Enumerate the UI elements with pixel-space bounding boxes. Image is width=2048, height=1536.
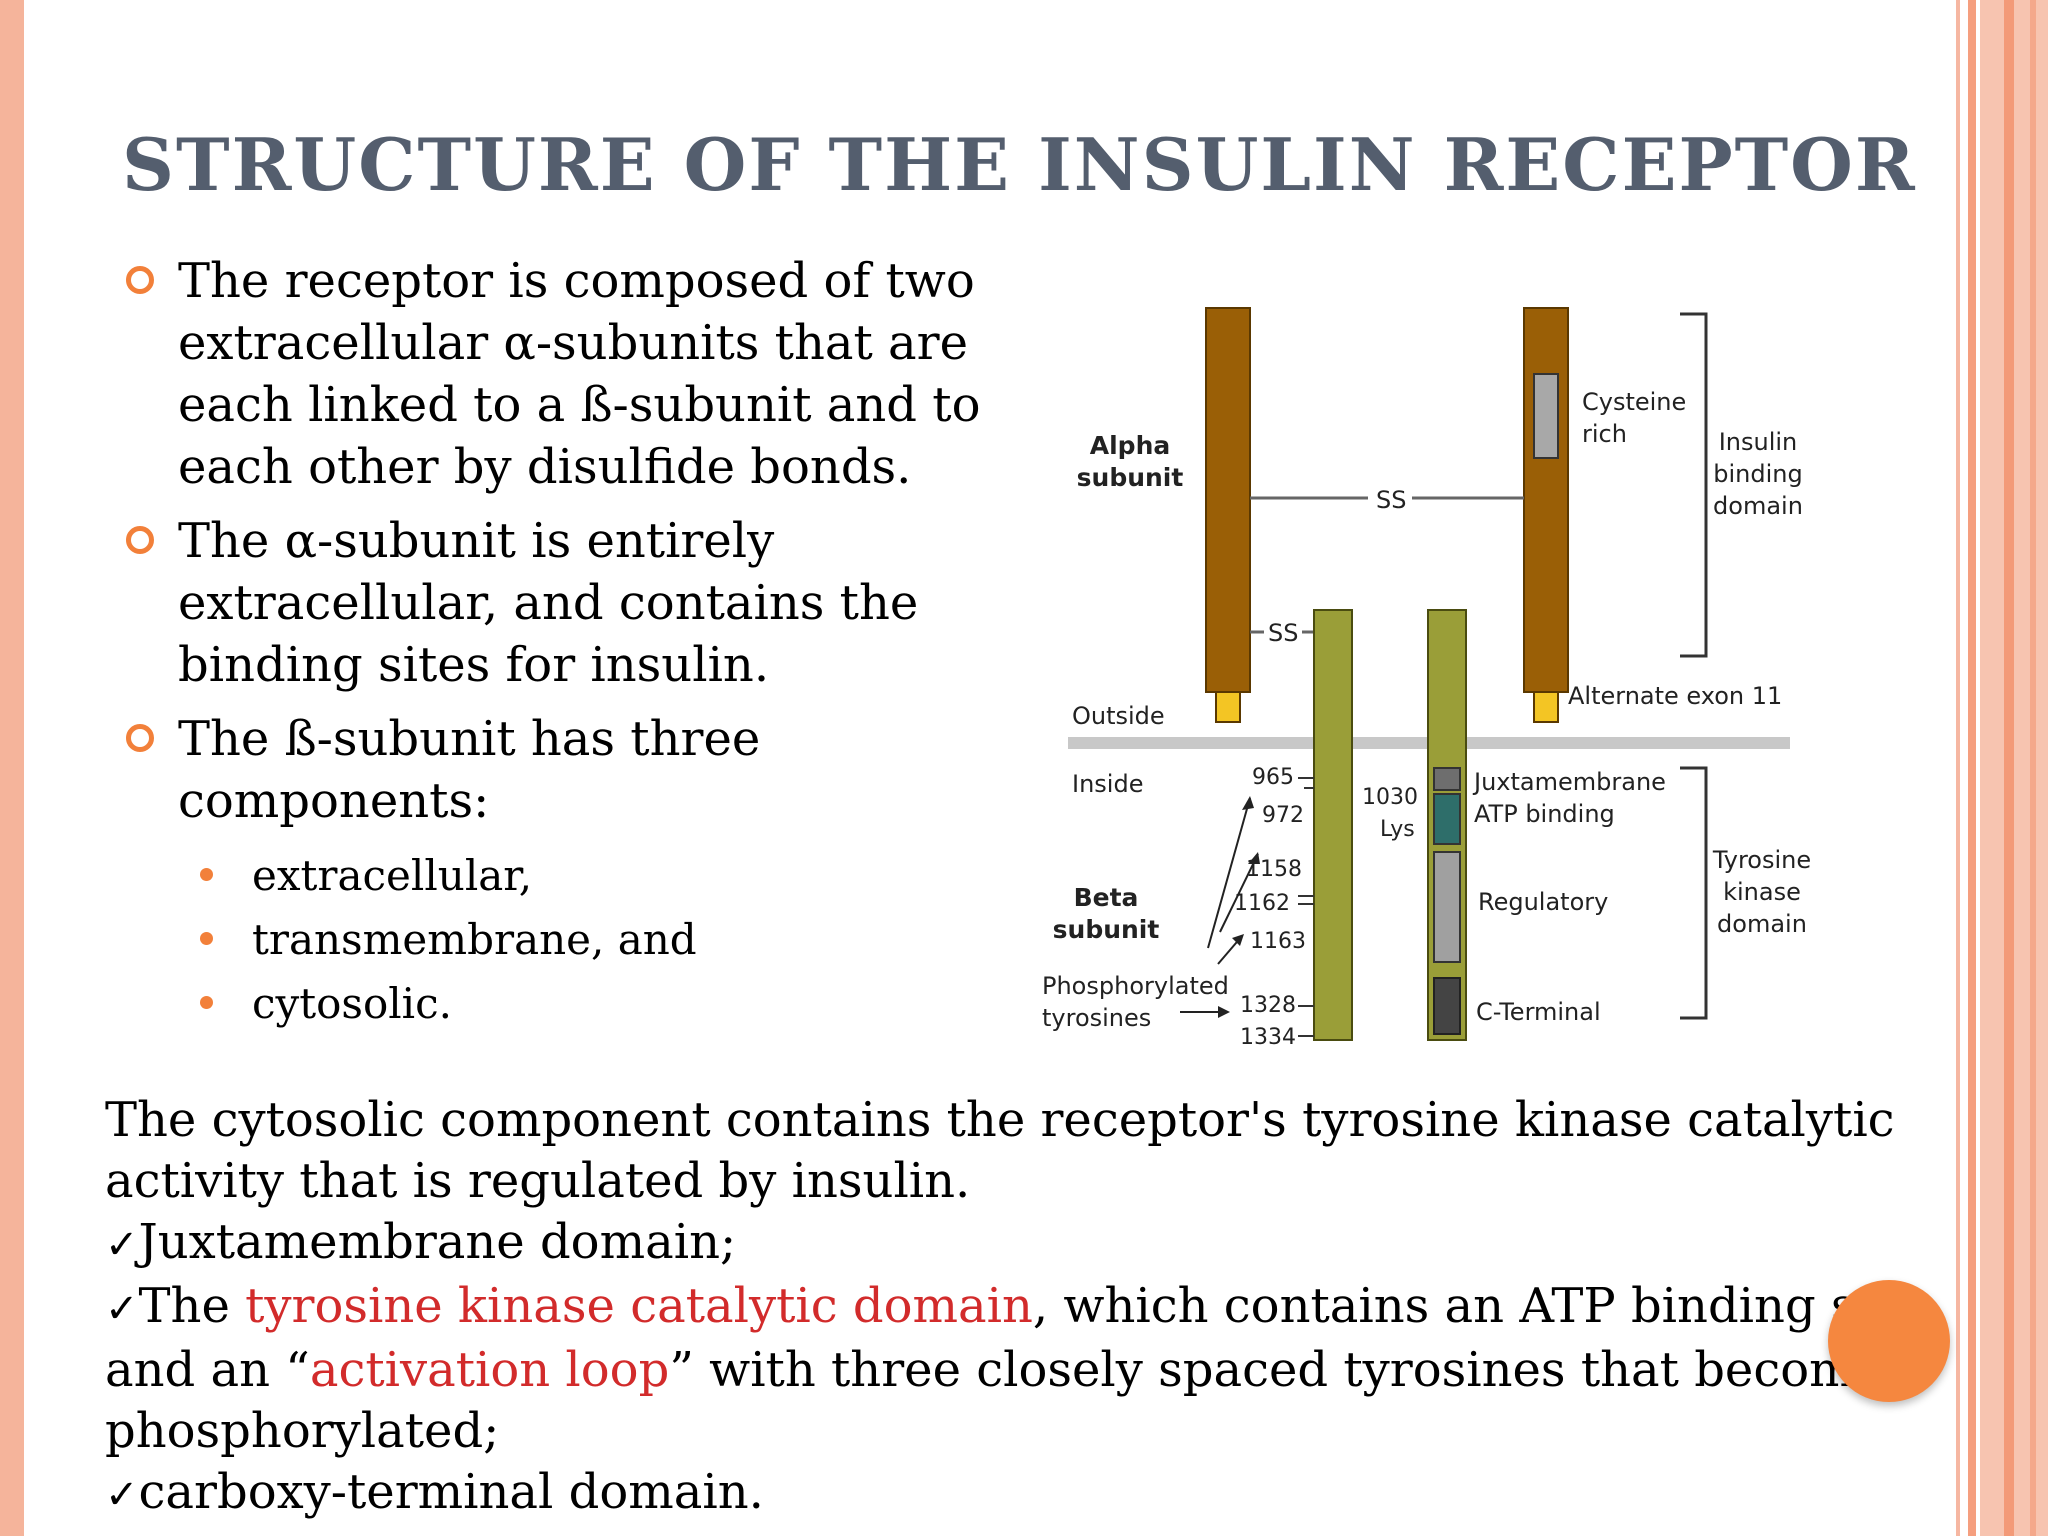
bottom-text-block: The cytosolic component contains the rec…	[105, 1090, 1955, 1526]
check-item: ✓carboxy-terminal domain.	[105, 1462, 1955, 1526]
tyrosine-kinase-line3: domain	[1717, 910, 1807, 938]
right-border-band	[1980, 0, 2048, 1536]
bullet-dot-icon	[200, 932, 213, 945]
check-item: ✓The tyrosine kinase catalytic domain, w…	[105, 1276, 1955, 1462]
alternate-exon-label: Alternate exon 11	[1568, 682, 1782, 710]
lys-label-line2: Lys	[1380, 817, 1415, 842]
beta-subunit-label: Beta subunit	[1053, 883, 1160, 944]
slide-title: STRUCTURE OF THE INSULIN RECEPTOR	[122, 122, 1917, 207]
atp-binding-region	[1433, 793, 1461, 845]
insulin-binding-line1: Insulin	[1719, 428, 1798, 456]
bullet-text: The ß-subunit has three components:	[178, 711, 761, 829]
alternate-exon-left	[1215, 691, 1241, 723]
ss-bond-label: SS	[1268, 619, 1298, 647]
right-border-stripe	[2030, 0, 2036, 1536]
beta-subunit-label-line2: subunit	[1053, 915, 1160, 944]
residue-1334: 1334	[1240, 1025, 1296, 1050]
checkmark-icon: ✓	[105, 1472, 139, 1518]
phosphorylated-tyrosines-label: Phosphorylated tyrosines	[1042, 972, 1229, 1032]
residue-ticks	[1298, 777, 1314, 1037]
insulin-binding-bracket	[1680, 312, 1708, 658]
right-border-stripe	[1968, 0, 1976, 1536]
right-border-stripe	[1956, 0, 1960, 1536]
alpha-subunit-label-line1: Alpha	[1090, 431, 1170, 460]
cysteine-rich-label: Cysteine rich	[1582, 388, 1686, 448]
ss-bond-label: SS	[1376, 486, 1406, 514]
cysteine-rich-line2: rich	[1582, 420, 1627, 448]
residue-1162: 1162	[1234, 891, 1290, 916]
sub-bullet-item: extracellular,	[118, 844, 998, 908]
phosphorylated-tyrosines-line2: tyrosines	[1042, 1004, 1151, 1032]
beta-subunit-label-line1: Beta	[1074, 883, 1139, 912]
check-item-text: carboxy-terminal domain.	[138, 1464, 764, 1520]
highlight-text: tyrosine kinase catalytic domain	[245, 1278, 1033, 1334]
cysteine-rich-line1: Cysteine	[1582, 388, 1686, 416]
insulin-binding-line3: domain	[1713, 492, 1803, 520]
residue-1163: 1163	[1250, 929, 1306, 954]
lys-label-line1: 1030	[1362, 785, 1418, 810]
sub-bullet-text: transmembrane, and	[252, 915, 697, 964]
c-terminal-label: C-Terminal	[1476, 998, 1601, 1026]
checkmark-icon: ✓	[105, 1222, 139, 1268]
inside-label: Inside	[1072, 770, 1143, 798]
right-border-stripe	[2004, 0, 2014, 1536]
bullet-item: The ß-subunit has three components:	[118, 708, 998, 832]
cysteine-rich-region	[1533, 373, 1559, 459]
regulatory-region	[1433, 851, 1461, 963]
tyrosine-kinase-domain-label: Tyrosine kinase domain	[1712, 846, 1811, 938]
sub-bullet-list: extracellular, transmembrane, and cytoso…	[118, 844, 998, 1036]
bullet-item: The α-subunit is entirely extracellular,…	[118, 510, 998, 696]
outside-label: Outside	[1072, 702, 1165, 730]
tyrosine-kinase-bracket	[1680, 766, 1708, 1020]
alpha-subunit-label-line2: subunit	[1077, 463, 1184, 492]
cytosolic-intro: The cytosolic component contains the rec…	[105, 1092, 1895, 1209]
sub-bullet-item: transmembrane, and	[118, 908, 998, 972]
sub-bullet-text: cytosolic.	[252, 979, 452, 1028]
decorative-orange-circle	[1828, 1280, 1950, 1402]
insulin-binding-line2: binding	[1713, 460, 1802, 488]
tyrosine-kinase-line2: kinase	[1723, 878, 1801, 906]
phosphorylated-tyrosines-line1: Phosphorylated	[1042, 972, 1229, 1000]
bullet-ring-icon	[126, 526, 154, 554]
bullet-ring-icon	[126, 266, 154, 294]
bullet-text: The receptor is composed of two extracel…	[178, 253, 981, 495]
insulin-binding-domain-label: Insulin binding domain	[1713, 428, 1803, 520]
check-item-text: , which contains an ATP binding site and…	[105, 1278, 1919, 1398]
regulatory-label: Regulatory	[1478, 888, 1608, 916]
juxtamembrane-region	[1433, 767, 1461, 791]
check-item: ✓Juxtamembrane domain;	[105, 1212, 1955, 1276]
arrowhead-icons	[1218, 796, 1260, 1018]
highlight-text: activation loop	[309, 1342, 670, 1398]
beta-subunit-left	[1313, 609, 1353, 1041]
alpha-subunit-label: Alpha subunit	[1077, 431, 1184, 492]
bullet-dot-icon	[200, 996, 213, 1009]
sub-bullet-text: extracellular,	[252, 851, 533, 900]
c-terminal-region	[1433, 977, 1461, 1035]
bullet-list: The receptor is composed of two extracel…	[118, 250, 998, 1036]
tyrosine-kinase-line1: Tyrosine	[1712, 846, 1811, 874]
residue-1328: 1328	[1240, 993, 1296, 1018]
alternate-exon-right	[1533, 691, 1559, 723]
bullet-item: The receptor is composed of two extracel…	[118, 250, 998, 498]
insulin-receptor-diagram: Outside Inside SS SS Alpha subunit Beta su…	[1042, 307, 1811, 1050]
bullet-ring-icon	[126, 724, 154, 752]
checkmark-icon: ✓	[105, 1286, 139, 1332]
check-item-text: The	[138, 1278, 246, 1334]
bullet-dot-icon	[200, 868, 213, 881]
sub-bullet-item: cytosolic.	[118, 972, 998, 1036]
bullet-text: The α-subunit is entirely extracellular,…	[178, 513, 919, 693]
atp-binding-label: ATP binding	[1474, 800, 1615, 828]
check-item-text: ” with three closely spaced tyrosines th…	[105, 1342, 1884, 1459]
alpha-subunit-right	[1523, 307, 1569, 693]
check-item-text: Juxtamembrane domain;	[138, 1214, 737, 1270]
residue-965: 965	[1252, 765, 1294, 790]
juxtamembrane-label: Juxtamembrane	[1472, 768, 1666, 796]
alpha-subunit-left	[1205, 307, 1251, 693]
residue-972: 972	[1262, 803, 1304, 828]
left-border-decoration	[0, 0, 24, 1536]
